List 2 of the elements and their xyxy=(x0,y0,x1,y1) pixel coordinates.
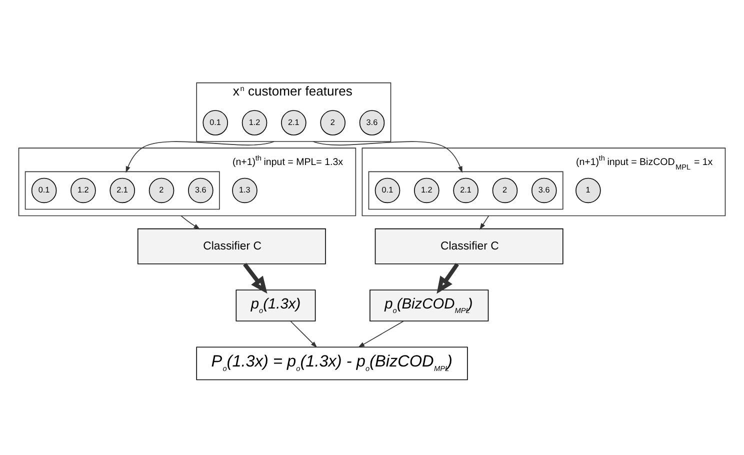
node-label: (n+1)$^{th}$ input = BizCOD$_{MPL}$ = 1x xyxy=(576,152,713,171)
node-label: (n+1)$^{th}$ input = MPL= 1.3x xyxy=(232,152,344,168)
